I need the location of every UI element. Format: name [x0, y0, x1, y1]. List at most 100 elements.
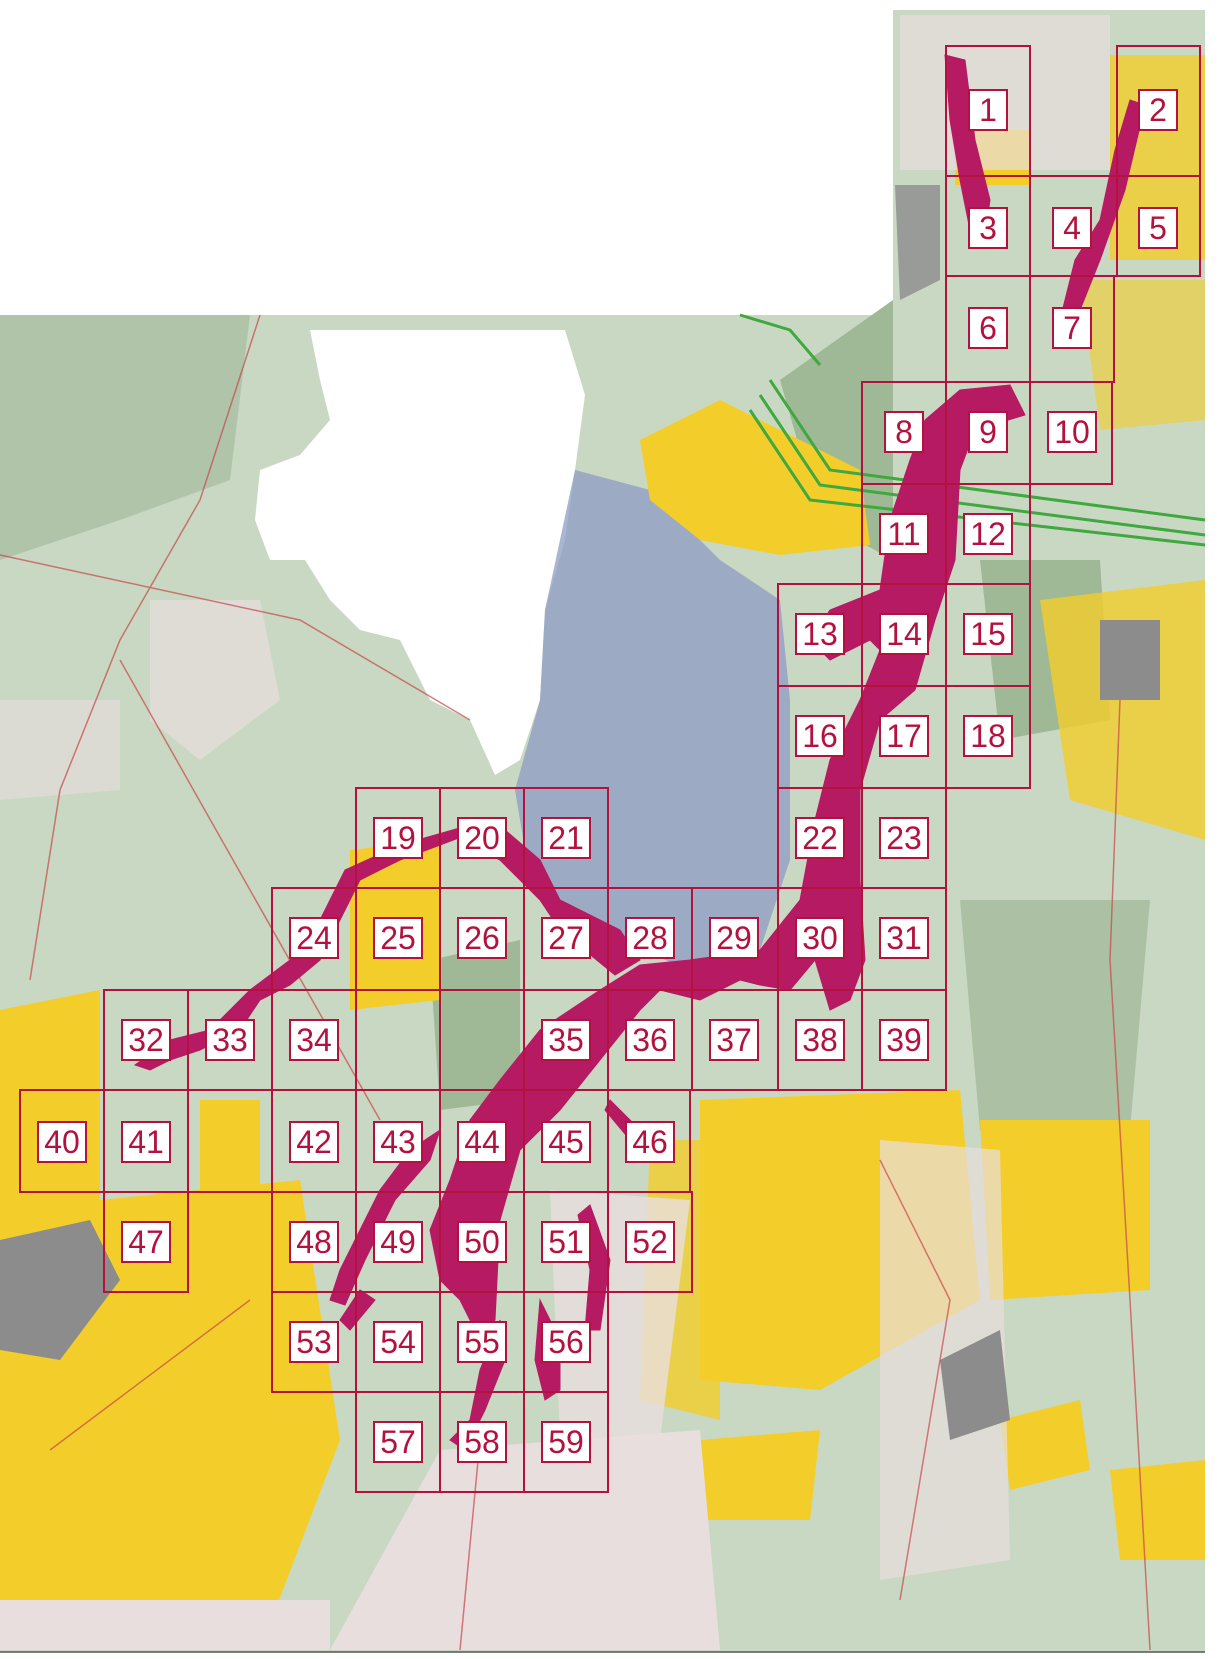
sheet-label-box: [879, 917, 929, 959]
sheet-label-55[interactable]: 55: [457, 1321, 507, 1363]
sheet-label-2[interactable]: 2: [1138, 89, 1178, 131]
sheet-label-48[interactable]: 48: [289, 1221, 339, 1263]
sheet-label-6[interactable]: 6: [968, 307, 1008, 349]
sheet-label-53[interactable]: 53: [289, 1321, 339, 1363]
sheet-label-28[interactable]: 28: [625, 917, 675, 959]
sheet-label-40[interactable]: 40: [37, 1121, 87, 1163]
sheet-label-21[interactable]: 21: [541, 817, 591, 859]
sheet-label-45[interactable]: 45: [541, 1121, 591, 1163]
sheet-label-46[interactable]: 46: [625, 1121, 675, 1163]
sheet-label-13[interactable]: 13: [795, 613, 845, 655]
sheet-label-50[interactable]: 50: [457, 1221, 507, 1263]
sheet-label-5[interactable]: 5: [1138, 207, 1178, 249]
sheet-label-10[interactable]: 10: [1047, 411, 1097, 453]
sheet-number: 14: [886, 616, 922, 652]
sheet-number: 25: [380, 920, 416, 956]
sheet-label-24[interactable]: 24: [289, 917, 339, 959]
sheet-number: 51: [548, 1224, 584, 1260]
sheet-label-box: [37, 1121, 87, 1163]
sheet-label-1[interactable]: 1: [968, 89, 1008, 131]
sheet-label-17[interactable]: 17: [879, 715, 929, 757]
sheet-label-box: [541, 1321, 591, 1363]
sheet-label-36[interactable]: 36: [625, 1019, 675, 1061]
sheet-label-box: [289, 1121, 339, 1163]
sheet-label-box: [541, 1121, 591, 1163]
sheet-number: 27: [548, 920, 584, 956]
sheet-label-18[interactable]: 18: [963, 715, 1013, 757]
sheet-label-56[interactable]: 56: [541, 1321, 591, 1363]
sheet-label-box: [289, 1321, 339, 1363]
sheet-label-39[interactable]: 39: [879, 1019, 929, 1061]
sheet-label-box: [1138, 207, 1178, 249]
sheet-label-box: [205, 1019, 255, 1061]
sheet-label-3[interactable]: 3: [968, 207, 1008, 249]
sheet-label-44[interactable]: 44: [457, 1121, 507, 1163]
sheet-label-box: [373, 917, 423, 959]
sheet-number: 8: [895, 414, 913, 450]
sheet-label-8[interactable]: 8: [884, 411, 924, 453]
sheet-label-59[interactable]: 59: [541, 1421, 591, 1463]
sheet-number: 42: [296, 1124, 332, 1160]
sheet-label-box: [795, 917, 845, 959]
sheet-number: 39: [886, 1022, 922, 1058]
sheet-label-box: [795, 1019, 845, 1061]
sheet-number: 3: [979, 210, 997, 246]
sheet-label-box: [795, 715, 845, 757]
sheet-label-47[interactable]: 47: [121, 1221, 171, 1263]
sheet-label-52[interactable]: 52: [625, 1221, 675, 1263]
sheet-label-51[interactable]: 51: [541, 1221, 591, 1263]
sheet-label-15[interactable]: 15: [963, 613, 1013, 655]
sheet-label-34[interactable]: 34: [289, 1019, 339, 1061]
sheet-label-20[interactable]: 20: [457, 817, 507, 859]
sheet-label-57[interactable]: 57: [373, 1421, 423, 1463]
sheet-label-box: [289, 1221, 339, 1263]
sheet-number: 29: [716, 920, 752, 956]
sheet-label-32[interactable]: 32: [121, 1019, 171, 1061]
sheet-label-box: [963, 715, 1013, 757]
sheet-number: 46: [632, 1124, 668, 1160]
sheet-label-27[interactable]: 27: [541, 917, 591, 959]
sheet-label-9[interactable]: 9: [968, 411, 1008, 453]
sheet-label-31[interactable]: 31: [879, 917, 929, 959]
industrial-areas: [0, 185, 1160, 1440]
sheet-label-16[interactable]: 16: [795, 715, 845, 757]
sheet-label-37[interactable]: 37: [709, 1019, 759, 1061]
sheet-label-49[interactable]: 49: [373, 1221, 423, 1263]
sheet-label-12[interactable]: 12: [963, 513, 1013, 555]
sheet-label-33[interactable]: 33: [205, 1019, 255, 1061]
sheet-label-58[interactable]: 58: [457, 1421, 507, 1463]
forest-dark-areas: [0, 300, 1150, 1130]
sheet-label-14[interactable]: 14: [879, 613, 929, 655]
sheet-label-4[interactable]: 4: [1052, 207, 1092, 249]
sheet-label-25[interactable]: 25: [373, 917, 423, 959]
sheet-label-23[interactable]: 23: [879, 817, 929, 859]
sheet-label-42[interactable]: 42: [289, 1121, 339, 1163]
sheet-label-38[interactable]: 38: [795, 1019, 845, 1061]
sheet-label-41[interactable]: 41: [121, 1121, 171, 1163]
sheet-label-box: [625, 1121, 675, 1163]
sheet-number: 55: [464, 1324, 500, 1360]
sheet-label-box: [1138, 89, 1178, 131]
sheet-number: 54: [380, 1324, 416, 1360]
sheet-label-box: [625, 1221, 675, 1263]
sheet-number: 6: [979, 310, 997, 346]
sheet-label-22[interactable]: 22: [795, 817, 845, 859]
sheet-label-43[interactable]: 43: [373, 1121, 423, 1163]
sheet-number: 9: [979, 414, 997, 450]
sheet-label-35[interactable]: 35: [541, 1019, 591, 1061]
sheet-number: 41: [128, 1124, 164, 1160]
sheet-label-box: [1052, 307, 1092, 349]
sheet-label-11[interactable]: 11: [879, 513, 929, 555]
sheet-label-29[interactable]: 29: [709, 917, 759, 959]
sheet-label-19[interactable]: 19: [373, 817, 423, 859]
sheet-number: 49: [380, 1224, 416, 1260]
sheet-label-7[interactable]: 7: [1052, 307, 1092, 349]
sheet-number: 32: [128, 1022, 164, 1058]
sheet-number: 47: [128, 1224, 164, 1260]
sheet-label-box: [121, 1019, 171, 1061]
sheet-label-54[interactable]: 54: [373, 1321, 423, 1363]
sheet-label-30[interactable]: 30: [795, 917, 845, 959]
sheet-number: 10: [1054, 414, 1090, 450]
sheet-label-26[interactable]: 26: [457, 917, 507, 959]
